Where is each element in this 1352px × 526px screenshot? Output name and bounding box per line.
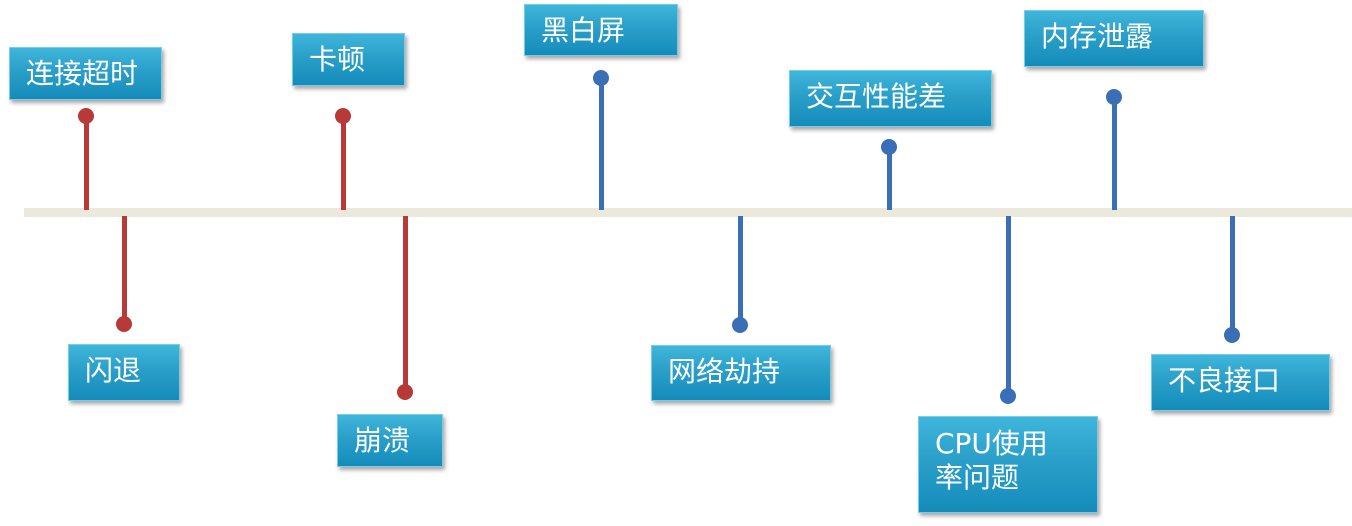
event-marker-dot <box>732 317 748 333</box>
event-marker-stem <box>84 116 89 210</box>
event-marker-dot <box>1000 388 1016 404</box>
event-marker-dot <box>78 108 94 124</box>
event-label-cpu-usage: CPU使用 率问题 <box>918 416 1098 513</box>
event-marker-stem <box>341 116 346 210</box>
event-marker-dot <box>116 316 132 332</box>
event-marker-dot <box>1106 89 1122 105</box>
event-marker-stem <box>887 148 892 210</box>
timeline-axis <box>24 208 1352 217</box>
event-label-crash: 崩溃 <box>337 414 443 467</box>
event-marker-stem <box>1006 216 1011 398</box>
event-marker-stem <box>122 216 127 326</box>
event-marker-stem <box>403 216 408 394</box>
event-label-poor-interaction: 交互性能差 <box>789 70 992 127</box>
event-marker-stem <box>1112 98 1117 210</box>
event-label-connection-timeout: 连接超时 <box>9 47 162 100</box>
event-marker-dot <box>335 108 351 124</box>
event-label-flash-exit: 闪退 <box>68 344 180 401</box>
event-label-memory-leak: 内存泄露 <box>1024 10 1204 67</box>
event-label-black-white-screen: 黑白屏 <box>524 4 678 56</box>
event-label-bad-interface: 不良接口 <box>1151 354 1330 411</box>
event-marker-stem <box>1230 216 1235 336</box>
event-marker-dot <box>397 384 413 400</box>
event-marker-dot <box>881 139 897 155</box>
event-marker-stem <box>599 80 604 210</box>
event-label-lag: 卡顿 <box>292 33 405 86</box>
event-marker-stem <box>738 216 743 326</box>
event-marker-dot <box>1224 327 1240 343</box>
event-marker-dot <box>593 70 609 86</box>
event-label-network-hijack: 网络劫持 <box>651 345 831 401</box>
